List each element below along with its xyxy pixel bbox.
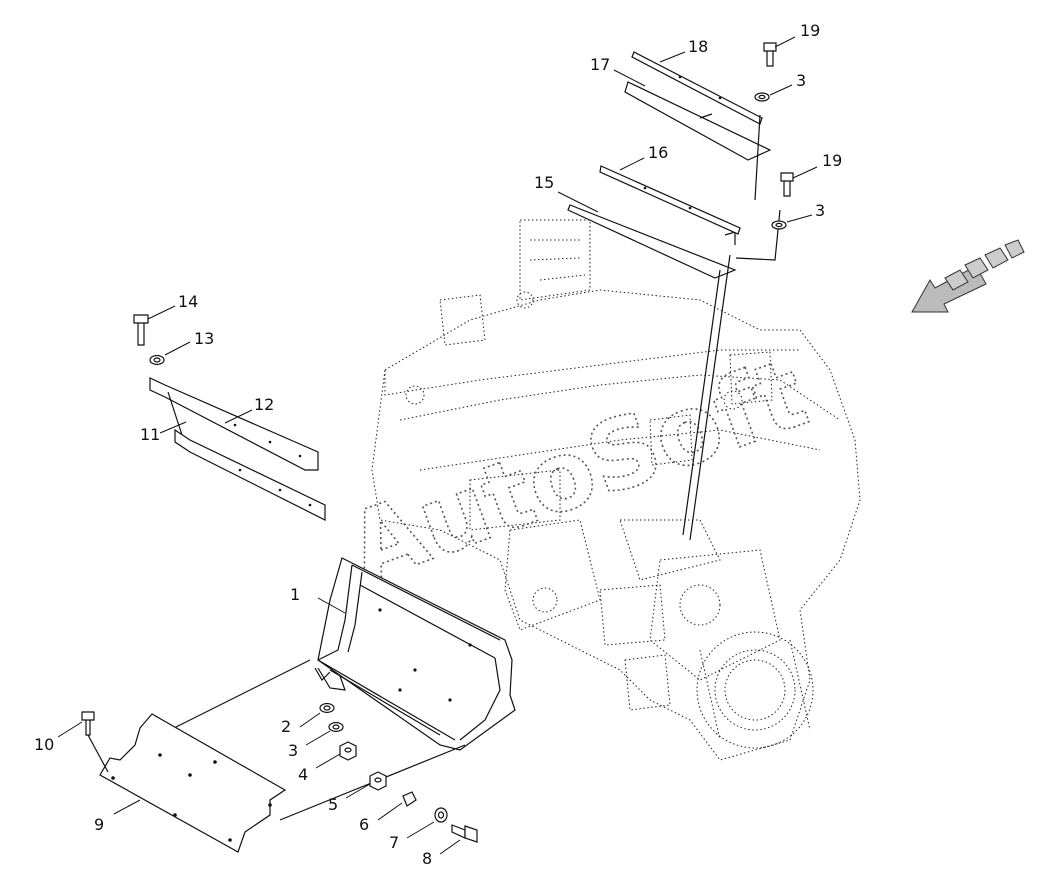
nut-4[interactable] — [339, 741, 357, 761]
middle-strip-16[interactable] — [599, 165, 741, 235]
callout-3-upper: 3 — [796, 71, 806, 90]
skid-leader-wire — [149, 659, 311, 741]
callout-3-lower: 3 — [288, 741, 298, 760]
callout-8: 8 — [422, 849, 432, 868]
bolt-14[interactable] — [133, 314, 149, 346]
callout-7: 7 — [389, 833, 399, 852]
guard-trough-1[interactable] — [314, 557, 516, 751]
left-rod — [167, 391, 183, 436]
left-plate-11[interactable] — [174, 428, 326, 521]
left-strip-12[interactable] — [149, 377, 319, 471]
callout-13: 13 — [194, 329, 214, 348]
callout-9: 9 — [94, 815, 104, 834]
washer-7[interactable] — [434, 807, 448, 823]
callout-4: 4 — [298, 765, 308, 784]
callout-6: 6 — [359, 815, 369, 834]
vertical-rods — [682, 114, 781, 541]
callout-18: 18 — [688, 37, 708, 56]
callout-12: 12 — [254, 395, 274, 414]
callout-16: 16 — [648, 143, 668, 162]
washer-3-upper[interactable] — [754, 92, 770, 102]
callout-3-middle: 3 — [815, 201, 825, 220]
callout-2: 2 — [281, 717, 291, 736]
chassis-frame — [371, 219, 861, 761]
callout-19-middle: 19 — [822, 151, 842, 170]
washer-13[interactable] — [149, 354, 165, 366]
front-direction-arrow-icon — [911, 239, 1025, 313]
callout-leaders — [57, 36, 818, 855]
bolt-19-middle[interactable] — [780, 172, 794, 197]
callout-19-upper: 19 — [800, 21, 820, 40]
callout-14: 14 — [178, 292, 198, 311]
upper-cover-plate-17[interactable] — [624, 81, 772, 161]
bolt-19-upper[interactable] — [763, 42, 777, 67]
callout-10: 10 — [34, 735, 54, 754]
callout-15: 15 — [534, 173, 554, 192]
callout-11: 11 — [140, 425, 160, 444]
nut-5[interactable] — [369, 771, 387, 791]
bottom-plate-9[interactable] — [99, 713, 287, 853]
bolt-10[interactable] — [81, 711, 109, 773]
washer-3-middle[interactable] — [771, 220, 787, 230]
watermark-text: AutoSoft — [333, 337, 820, 605]
callout-17: 17 — [590, 55, 610, 74]
washer-3-lower[interactable] — [328, 721, 344, 733]
upper-strip-18[interactable] — [631, 51, 763, 125]
callout-5: 5 — [328, 795, 338, 814]
callout-labels: 1 2 3 4 5 6 7 8 9 10 11 12 13 14 15 16 1… — [34, 21, 842, 868]
spacer-6[interactable] — [402, 791, 417, 807]
washer-2[interactable] — [319, 702, 335, 714]
callout-1: 1 — [290, 585, 300, 604]
bolt-8[interactable] — [451, 824, 478, 843]
